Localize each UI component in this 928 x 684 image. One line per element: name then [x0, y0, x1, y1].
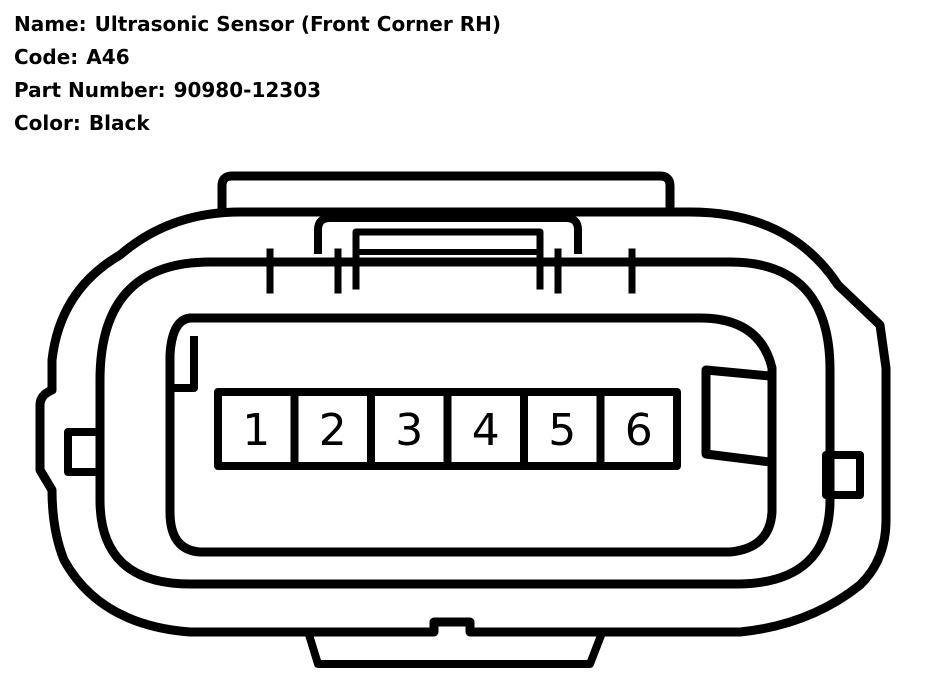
lock-frame: [314, 214, 582, 254]
pin-cell-2: 2: [290, 388, 375, 470]
pin-cell-6: 6: [596, 388, 681, 470]
pin-number: 1: [242, 405, 270, 456]
name-value: Ultrasonic Sensor (Front Corner RH): [94, 12, 501, 36]
top-latch-tab: [217, 171, 675, 217]
part-number-row: Part Number: 90980-12303: [14, 74, 501, 107]
color-value: Black: [88, 111, 150, 135]
pin-cell-5: 5: [520, 388, 605, 470]
pin-number: 3: [395, 405, 423, 456]
pin-cell-3: 3: [367, 388, 452, 470]
name-label: Name:: [14, 12, 87, 36]
outer-housing: [35, 207, 891, 637]
pin-number: 6: [625, 405, 653, 456]
pin-cell-4: 4: [443, 388, 528, 470]
name-row: Name: Ultrasonic Sensor (Front Corner RH): [14, 8, 501, 41]
pin-cell-1: 1: [214, 388, 299, 470]
inner-cavity: [165, 313, 777, 557]
code-row: Code: A46: [14, 41, 501, 74]
part-number-label: Part Number:: [14, 78, 166, 102]
connector-info: Name: Ultrasonic Sensor (Front Corner RH)…: [14, 8, 501, 140]
right-key: [701, 365, 776, 468]
bottom-tab: [305, 632, 606, 668]
color-label: Color:: [14, 111, 81, 135]
pin-number: 2: [319, 405, 347, 456]
middle-housing: [95, 257, 835, 589]
pin-number: 4: [472, 405, 500, 456]
code-value: A46: [86, 45, 130, 69]
left-key: [174, 336, 198, 392]
code-label: Code:: [14, 45, 79, 69]
part-number-value: 90980-12303: [173, 78, 322, 102]
color-row: Color: Black: [14, 107, 501, 140]
left-nub: [64, 428, 104, 476]
pin-number: 5: [548, 405, 576, 456]
pin-box: [596, 388, 681, 470]
